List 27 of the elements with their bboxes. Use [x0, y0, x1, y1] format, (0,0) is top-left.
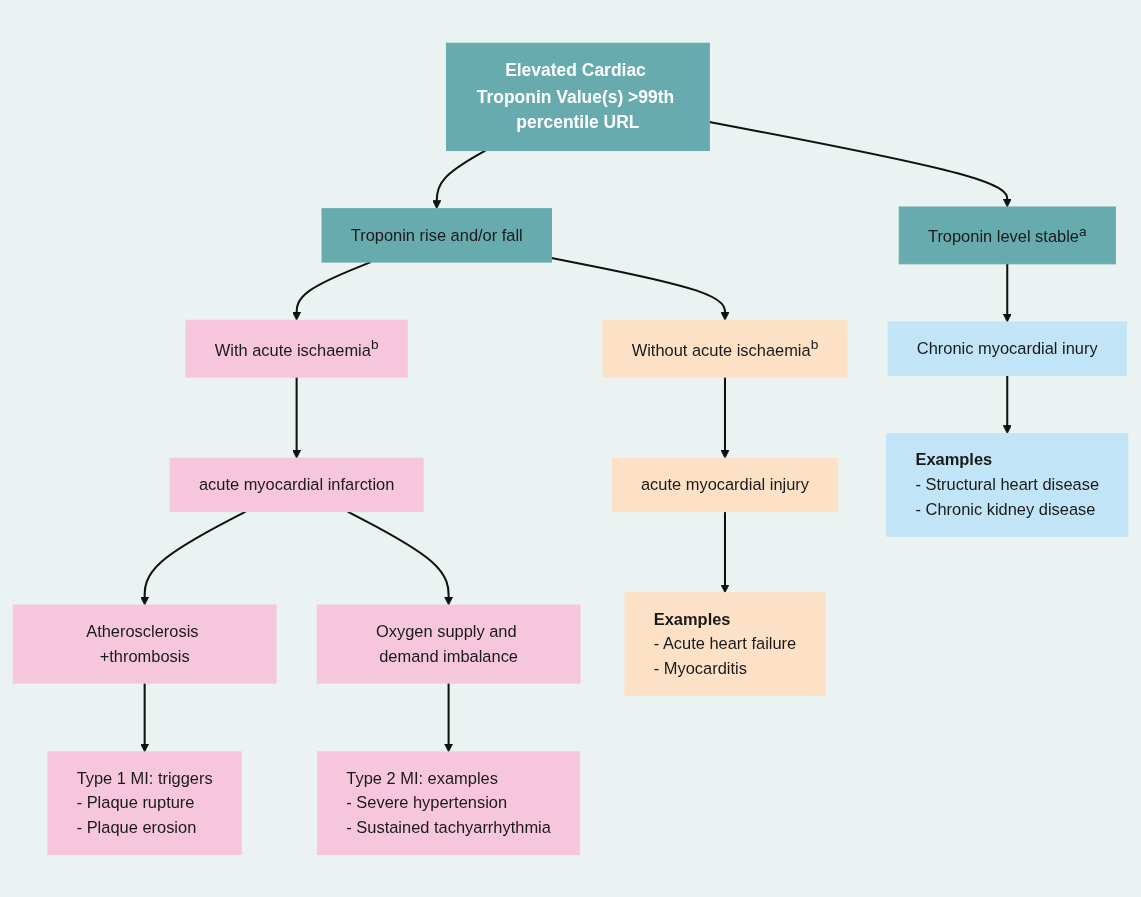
node-box: Without acute ischaemia$^{b}$ [602, 319, 848, 378]
node-box: Type 1 MI: triggers - Plaque rupture - Plaque erosion [47, 750, 242, 855]
node-box: Examples - Structural heart disease - Chronic kidney disease [886, 432, 1129, 537]
arrow [347, 510, 454, 606]
node-box: With acute ischaemia$^{b}$ [185, 319, 408, 378]
node-box: Type 2 MI: examples - Severe hypertension - Sustained tachyarrhythmia [317, 750, 581, 855]
arrow [720, 376, 730, 459]
node-box: acute myocardial injury [611, 457, 839, 512]
arrow [432, 149, 486, 209]
node-box: Examples - Acute heart failure - Myocarditis [624, 591, 826, 696]
node-box: Troponin level stable$^{a}$ [898, 206, 1116, 264]
node-box: Elevated Cardiac Troponin Value(s) >99th percentile URL [445, 42, 710, 151]
node-box: Oxygen supply and demand imbalance [316, 604, 581, 684]
arrow [140, 510, 247, 606]
arrow [140, 682, 150, 752]
node-box: Atherosclerosis +thrombosis [12, 604, 277, 684]
arrow [551, 256, 730, 321]
arrow [292, 260, 372, 321]
node-box: acute myocardial infarction [169, 457, 424, 512]
arrow [720, 511, 730, 593]
node-box: Troponin rise and/or fall [321, 207, 553, 263]
arrow [709, 120, 1012, 207]
node-box: Chronic myocardial inury [887, 321, 1127, 376]
arrow [292, 376, 302, 459]
arrow [1002, 375, 1012, 434]
arrow [444, 682, 454, 752]
arrow [1002, 263, 1012, 322]
